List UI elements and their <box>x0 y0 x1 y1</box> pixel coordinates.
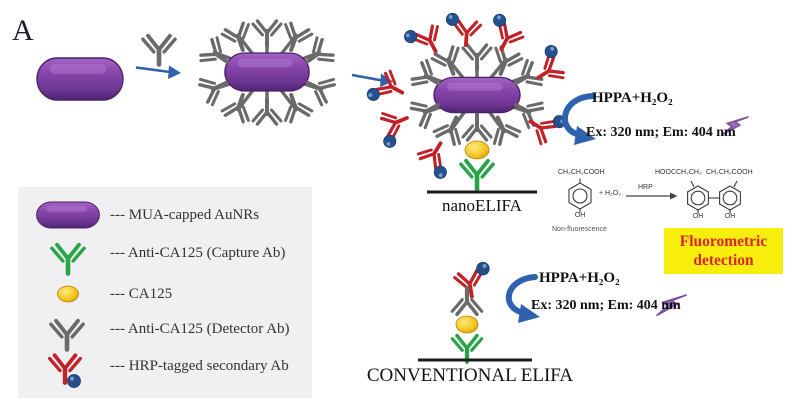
hrp-secondary-antibody-icon <box>453 261 494 299</box>
excitation-emission-label-top: Ex: 320 nm; Em: 404 nm <box>586 125 736 140</box>
legend-label: --- Anti-CA125 (Detector Ab) <box>110 320 290 337</box>
curved-arrow-icon <box>562 93 596 145</box>
legend-item-capture-ab: --- Anti-CA125 (Capture Ab) <box>18 233 308 273</box>
aunr-antibody-conjugate <box>195 19 339 126</box>
detection-line2: detection <box>693 252 754 269</box>
legend-item-ca125: --- CA125 <box>18 274 308 314</box>
product-formula-left: HOOCCH₂CH₂ <box>655 169 702 176</box>
legend-label: --- MUA-capped AuNRs <box>110 206 260 223</box>
product-formula-right: CH₂CH₂COOH <box>706 169 753 176</box>
arrow-right-icon <box>351 73 393 87</box>
capture-antibody-icon <box>461 161 493 190</box>
hppa-substrate-label-bottom: HPPA+H₂O₂ <box>539 270 620 286</box>
panel-label: A <box>12 14 34 47</box>
detector-antibody-icon <box>452 288 481 314</box>
detector-antibody-icon <box>143 36 175 65</box>
fluorometric-detection-badge: Fluorometric detection <box>664 228 783 274</box>
legend-label: --- CA125 <box>110 285 173 302</box>
ca125-antigen-icon <box>464 140 490 160</box>
legend-label: --- HRP-tagged secondary Ab <box>110 357 289 374</box>
enzyme-label: HRP <box>638 184 653 191</box>
hrp-reaction-arrow <box>626 192 678 200</box>
dityramine-product-structure <box>687 180 741 214</box>
excitation-emission-label-bottom: Ex: 320 nm; Em: 404 nm <box>531 298 681 313</box>
detection-line1: Fluorometric <box>679 232 768 250</box>
substrate-formula: CH₂CH₂COOH <box>558 169 605 176</box>
legend-item-aunr: --- MUA-capped AuNRs <box>18 195 308 235</box>
nano-immunocomplex <box>365 12 572 194</box>
legend-label: --- Anti-CA125 (Capture Ab) <box>110 244 286 261</box>
legend-item-hrp-secondary-ab: --- HRP-tagged secondary Ab <box>18 346 308 386</box>
nonfluorescence-label: Non-fluorescence <box>552 226 607 233</box>
substrate-oh: OH <box>574 212 586 219</box>
hppa-structure <box>568 178 592 213</box>
conventional-elifa-label: CONVENTIONAL ELIFA <box>366 365 574 386</box>
ca125-antigen-icon <box>455 315 479 334</box>
arrow-right-icon <box>135 65 181 79</box>
curved-arrow-icon <box>505 274 540 323</box>
capture-antibody-icon <box>452 336 481 362</box>
legend-ca125-icon <box>57 285 79 303</box>
product-oh-left: OH <box>692 213 704 220</box>
legend-item-detector-ab: --- Anti-CA125 (Detector Ab) <box>18 309 308 349</box>
conventional-immunocomplex <box>418 261 532 362</box>
plus-peroxide: + H₂O₂ <box>599 190 621 197</box>
product-oh-right: OH <box>724 213 736 220</box>
nano-elifa-label: nanoELIFA <box>442 196 522 215</box>
aunr-capsule-bare <box>36 57 124 101</box>
hppa-substrate-label-top: HPPA+H₂O₂ <box>592 90 673 106</box>
